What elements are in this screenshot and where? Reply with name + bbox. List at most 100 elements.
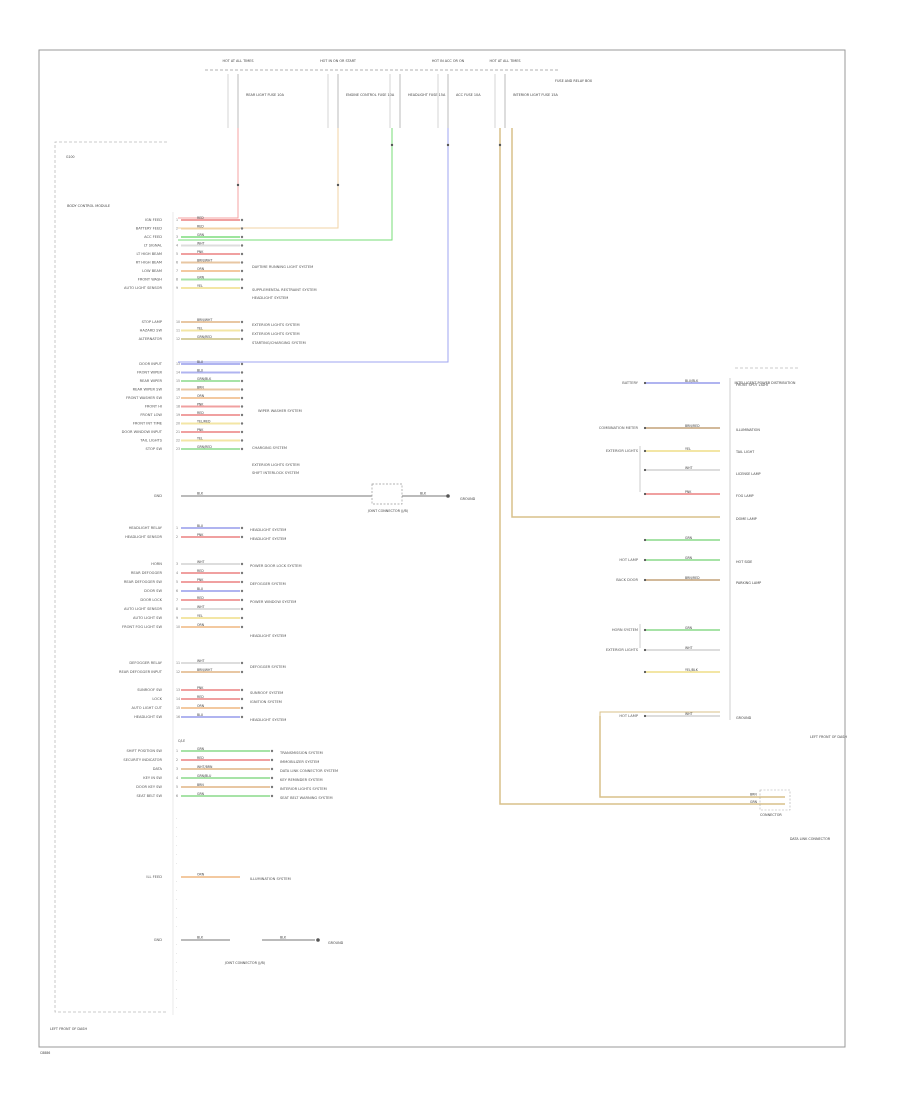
wire-label: SUNROOF SW [137,688,162,692]
joint-connector-box [371,483,403,505]
wire-label: REAR DEFOGGER [131,571,163,575]
right-wire-label: EXTERIOR LIGHTS [606,648,639,652]
right-wire-code: YEL [685,447,691,451]
pin-number: 10 [176,320,180,324]
right-wire-end [643,670,647,674]
wire-color-code: GRN [197,233,205,237]
system-label: SEAT BELT WARNING SYSTEM [280,796,333,800]
connector-pin [270,767,274,771]
wire-color-code: GRN [197,275,205,279]
fuse-box-note: FUSE AND RELAY BOX [555,79,593,83]
system-label: EXTERIOR LIGHTS SYSTEM [252,323,300,327]
wire-color-code: YEL [197,284,203,288]
pin-number: 5 [176,252,178,256]
pin-number: 4 [176,776,178,780]
right-wire-end [643,381,647,385]
connector-pin [240,422,244,425]
wire-label: RT HIGH BEAM [136,261,162,265]
wire-label: SHIFT POSITION SW [127,749,163,753]
right-module-pin: FOG LAMP [736,494,754,498]
pin-number: 21 [176,430,180,434]
wire-color-code: WHT/BRN [197,765,213,769]
system-label: HEADLIGHT SYSTEM [252,296,288,300]
pin-number: 8 [176,607,178,611]
pin-number: 19 [176,413,180,417]
right-module-location: LEFT FRONT OF DASH [810,735,847,739]
pin-number: 12 [176,337,180,341]
wire-color-code: BLU [197,524,204,528]
wire-label: FRONT WASHER SW [126,396,162,400]
connector-pin [240,286,244,290]
connector-pin [240,571,244,575]
right-wire-label: HOT LAMP [619,558,639,562]
main-module-location: LEFT FRONT OF DASH [50,1027,87,1031]
wire-label: REAR DEFOGGER SW [124,580,163,584]
splice [498,143,502,147]
system-label: KEY REMINDER SYSTEM [280,778,323,782]
wire-label: LT HIGH BEAM [136,252,162,256]
bottom-ground-code: BLK [197,936,204,940]
system-label: SUPPLEMENTAL RESTRAINT SYSTEM [252,288,317,292]
wire-label: FRONT HI [145,405,162,409]
system-label: TRANSMISSION SYSTEM [279,751,323,755]
right-module-pin: PARKING LAMP [736,581,761,585]
pin-number: 11 [176,661,180,665]
pin-number: 4 [176,571,178,575]
wire-color-code: WHT [197,659,205,663]
right-wire-label: HORN SYSTEM [612,628,638,632]
wire-label: TAIL LIGHTS [139,439,162,443]
empty-pin: · [176,817,177,821]
pin-number: 6 [176,589,178,593]
system-label: ILLUMINATION SYSTEM [250,877,291,881]
ground-point-label: GROUND [460,497,476,501]
feed-wire-yellow-ground [499,128,785,805]
right-module-pin: TAIL LIGHT [735,450,755,454]
wire-label: DOOR WINDOW INPUT [122,430,163,434]
pin-number: 13 [176,362,180,366]
splice [336,183,340,187]
wire-label: FRONT LOW [140,413,162,417]
empty-pin: · [176,835,177,839]
wire-color-code: GRN/RED [197,445,212,449]
system-label: CHARGING SYSTEM [252,446,287,450]
splice [236,183,240,187]
connector-pin [240,379,244,383]
empty-pin: · [176,826,177,830]
wire-color-code: BRN [197,385,204,389]
main-module-boundary [54,141,167,1013]
connector-pin [270,776,274,780]
pin-number: 9 [176,616,178,620]
wire-color-code: PNK [197,402,204,406]
wire-label: HEADLIGHT RELAY [129,526,163,530]
connector-pin [240,562,244,566]
right-wire-code: GRN [685,556,693,560]
right-wire-code: WHT [685,466,693,470]
wire-color-code: PNK [197,578,204,582]
wire-label: SEAT BELT SW [137,794,163,798]
connector-pin [240,269,244,273]
right-module-pin: ILLUMINATION [736,428,760,432]
connector-pin [240,413,244,417]
connector-pin [240,580,244,584]
fuse-name: ENGINE CONTROL FUSE 10A [346,93,395,97]
bottom-ground-dot [316,938,320,942]
wire-label: DOOR SW [144,589,162,593]
wire-label: LT SIGNAL [144,244,162,248]
wire-color-code: GRN/RED [197,335,212,339]
system-label: EXTERIOR LIGHTS SYSTEM [252,463,300,467]
system-label: IGNITION SYSTEM [250,700,282,704]
empty-pin: · [176,853,177,857]
splice [390,143,394,147]
pin-number: 18 [176,405,180,409]
system-label: HEADLIGHT SYSTEM [250,634,286,638]
wire-label: DOOR LOCK [140,598,162,602]
connector-pin [240,396,244,400]
empty-pin: · [176,1006,177,1010]
pin-number: 6 [176,794,178,798]
feed-wire-green [178,128,393,241]
system-label: IMMOBILIZER SYSTEM [280,760,319,764]
wire-label: AUTO LIGHT CUT [132,706,163,710]
connector-pin [240,430,244,434]
fuse-top-label: HOT AT ALL TIMES [222,59,253,63]
system-label: EXTERIOR LIGHTS SYSTEM [252,332,300,336]
